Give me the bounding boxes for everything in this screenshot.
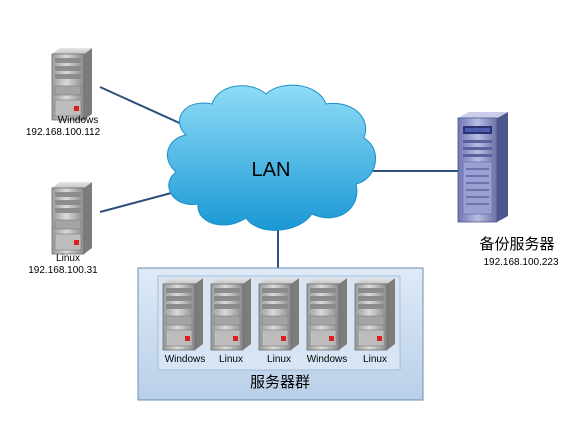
tower-server-icon — [162, 277, 204, 351]
tower-server-icon — [258, 277, 300, 351]
client-windows-name: Windows — [57, 115, 99, 126]
group-server-label: Linux — [267, 354, 291, 365]
backup-server-name: 备份服务器 — [479, 235, 555, 253]
tower-server-icon — [51, 181, 93, 255]
backup-server-ip: 192.168.100.223 — [483, 257, 559, 268]
tower-server-icon — [210, 277, 252, 351]
group-server-label: Linux — [363, 354, 387, 365]
group-server-label: Windows — [164, 354, 206, 365]
group-server-label: Windows — [306, 354, 348, 365]
rack-server-icon — [457, 112, 508, 223]
lan-label: LAN — [251, 159, 291, 181]
client-linux-name: Linux — [56, 253, 80, 264]
tower-server-icon — [354, 277, 396, 351]
server-group-label: 服务器群 — [249, 373, 310, 391]
client-linux-ip: 192.168.100.31 — [28, 265, 98, 276]
tower-server-icon — [51, 47, 93, 121]
tower-server-icon — [306, 277, 348, 351]
client-windows-ip: 192.168.100.112 — [25, 127, 101, 138]
group-server-label: Linux — [219, 354, 243, 365]
lan-cloud-icon — [166, 84, 376, 231]
